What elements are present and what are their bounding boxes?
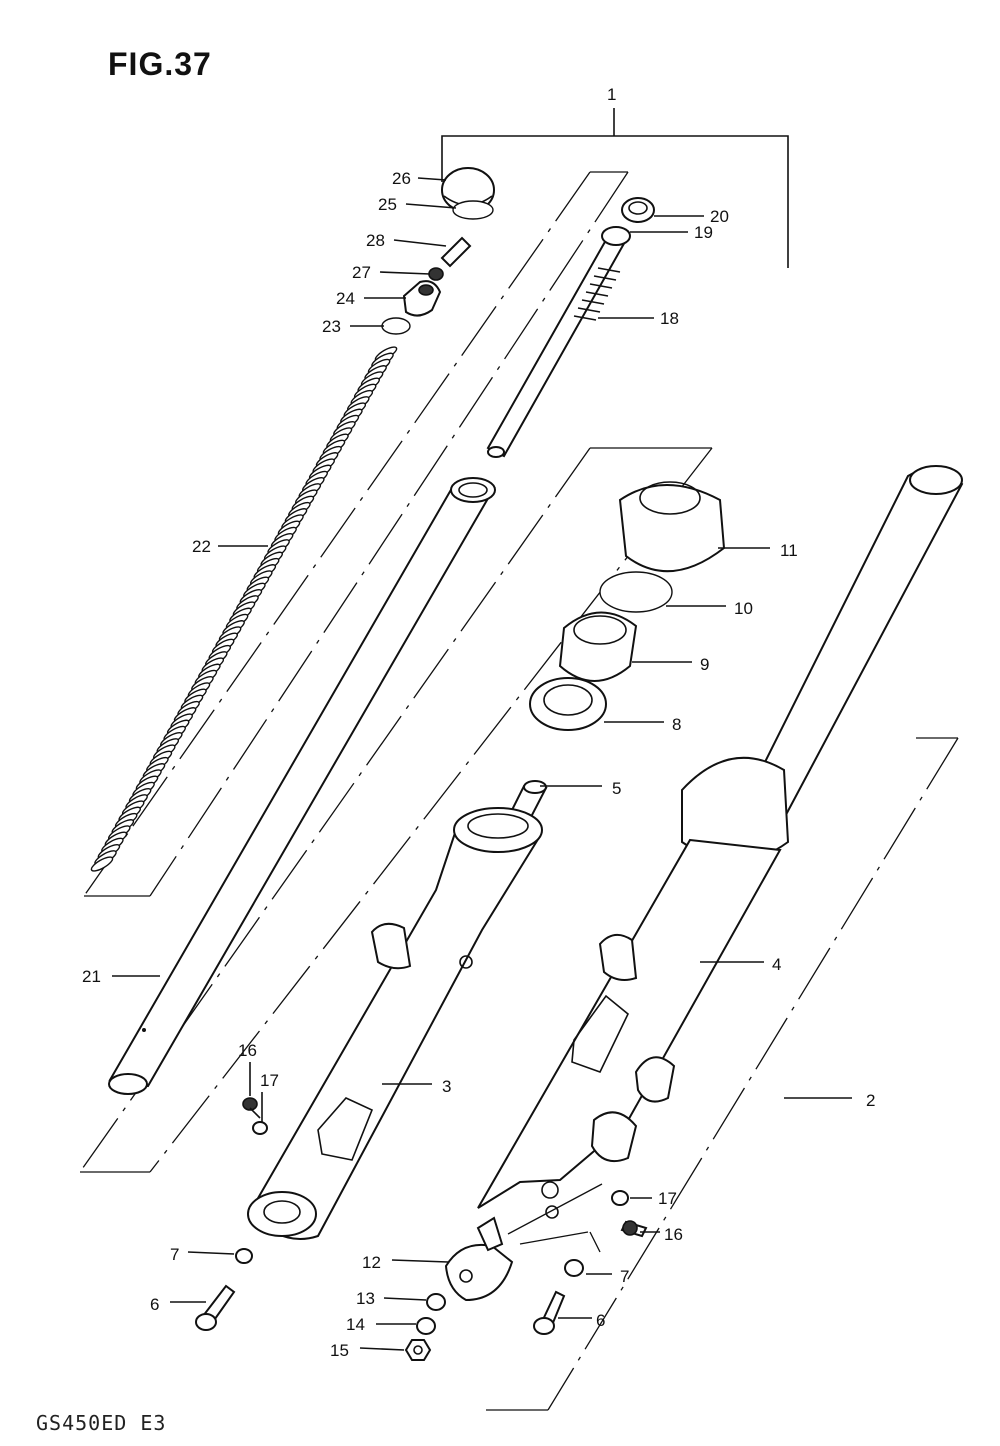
callout-20: 20 [710,207,729,226]
assembly-bracket-1 [441,108,789,268]
callout-17-right: 17 [658,1189,677,1208]
callout-11: 11 [780,541,798,560]
figure-title: FIG.37 [108,46,212,82]
oil-seal-9 [558,611,638,682]
callout-15: 15 [330,1341,349,1360]
callout-4: 4 [772,955,781,974]
leader-lines [112,177,852,1351]
callout-16-left: 16 [238,1041,257,1060]
callout-24: 24 [336,289,355,308]
callout-6-right: 6 [596,1311,605,1330]
callout-9: 9 [700,655,709,674]
outer-tube-3 [247,807,543,1240]
spring-coil [90,856,114,872]
callout-3: 3 [442,1077,451,1096]
damper-collar-20 [621,197,655,223]
washer-7-right [564,1259,584,1277]
washer-17-right [611,1190,629,1206]
nut-15 [404,1339,432,1361]
callout-23: 23 [322,317,341,336]
inner-tube-21 [108,477,496,1095]
o-ring-23 [381,317,411,335]
callout-28: 28 [366,231,385,250]
axle-holder-12 [444,1216,514,1302]
callout-25: 25 [378,195,397,214]
bolt-6-left [195,1284,236,1331]
callout-26: 26 [392,169,411,188]
callout-2: 2 [866,1091,875,1110]
callout-16-right: 16 [664,1225,683,1244]
bolt-16-left [242,1097,261,1119]
callout-10: 10 [734,599,753,618]
callout-7-right: 7 [620,1267,629,1286]
washer-13 [426,1293,446,1311]
damper-rod-19-18 [486,226,631,458]
boundary-lines [79,171,959,1411]
washer-7-left [235,1248,253,1264]
washer-27 [428,267,444,281]
o-ring-25 [452,200,494,220]
adjuster-bolt-28 [440,236,472,268]
callout-18: 18 [660,309,679,328]
callout-14: 14 [346,1315,365,1334]
bolt-16-right [620,1220,648,1238]
callout-7-left: 7 [170,1245,179,1264]
model-code: GS450ED E3 [36,1411,167,1435]
outer-tube-4 [477,465,964,1219]
callout-1: 1 [607,85,616,104]
callout-21: 21 [82,967,101,986]
washer-17-left [252,1121,268,1135]
lock-washer-14 [416,1317,436,1335]
dust-seal-11 [618,481,726,573]
callout-5: 5 [612,779,621,798]
fork-spring-22 [90,346,398,872]
callout-13: 13 [356,1289,375,1308]
callout-19: 19 [694,223,713,242]
bolt-6-right [533,1290,566,1335]
callout-12: 12 [362,1253,381,1272]
spring-seat-24 [402,280,442,317]
callout-17-left: 17 [260,1071,279,1090]
retaining-ring-10 [599,571,673,613]
callout-8: 8 [672,715,681,734]
seal-spacer-8 [529,677,607,731]
callout-22: 22 [192,537,211,556]
callout-27: 27 [352,263,371,282]
callout-6-left: 6 [150,1295,159,1314]
callout-labels: 1 2 3 4 5 6 6 7 7 8 9 10 11 12 13 14 15 … [82,85,875,1360]
